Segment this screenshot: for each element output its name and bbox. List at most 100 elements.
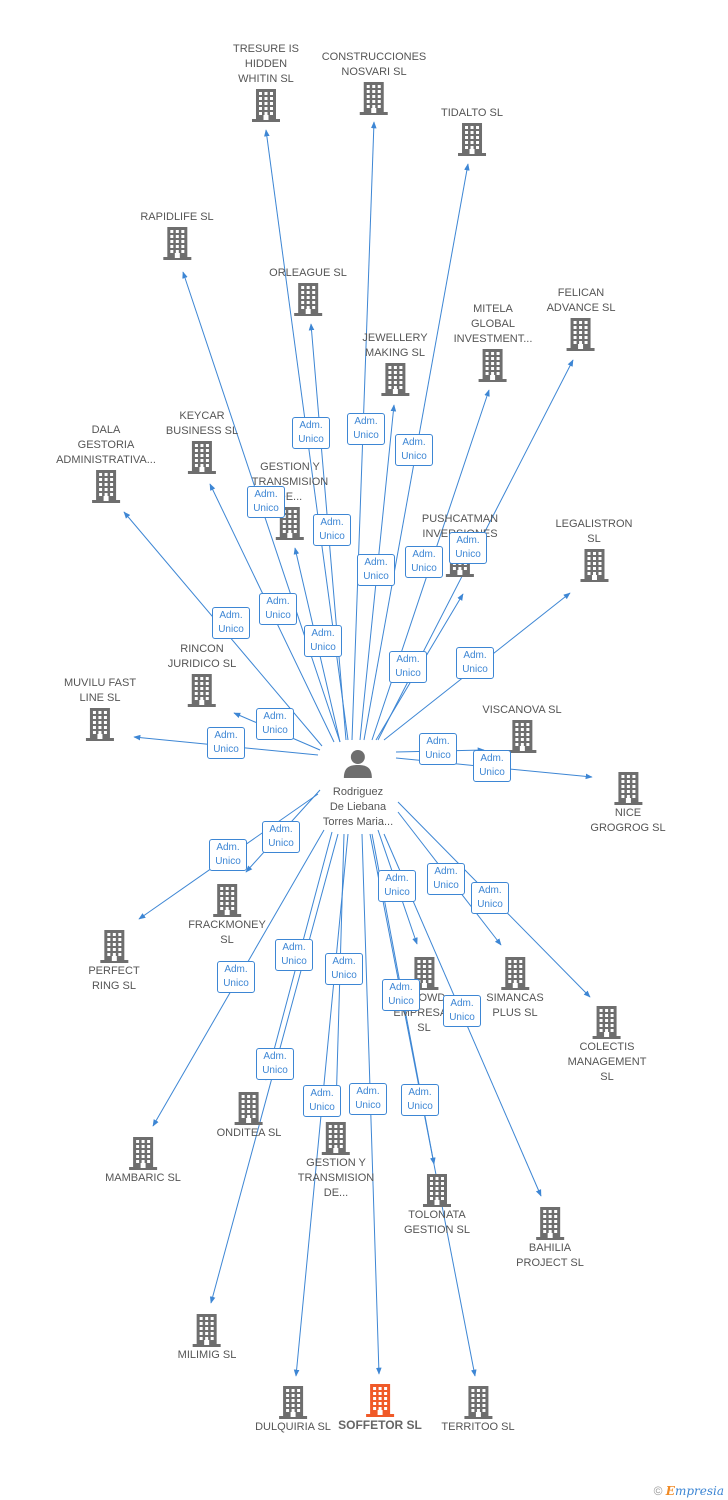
company-simancas[interactable]: SIMANCAS PLUS SL <box>486 955 544 1021</box>
company-nice[interactable]: NICE GROGROG SL <box>590 770 666 836</box>
company-tidalto[interactable]: TIDALTO SL <box>441 106 503 157</box>
building-icon <box>279 1386 307 1419</box>
role-badge-legalistron[interactable]: Adm.Unico <box>456 647 494 679</box>
role-line-2: Unico <box>455 549 481 560</box>
role-badge-milimig[interactable]: Adm.Unico <box>256 1048 294 1080</box>
company-colectis[interactable]: COLECTIS MANAGEMENT SL <box>567 1004 647 1085</box>
role-line-2: Unico <box>477 899 503 910</box>
footer-brand: © Empresia <box>654 1484 724 1498</box>
company-legalistron[interactable]: LEGALISTRON SL <box>555 517 633 583</box>
company-felican[interactable]: FELICAN ADVANCE SL <box>547 286 615 352</box>
role-badge-viscanova[interactable]: Adm.Unico <box>419 733 457 765</box>
company-frackmoney[interactable]: FRACKMONEY SL <box>188 882 266 948</box>
role-line-2: Unico <box>268 838 294 849</box>
role-badge-tresure[interactable]: Adm.Unico <box>292 417 330 449</box>
company-rincon[interactable]: RINCON JURIDICO SL <box>168 642 236 708</box>
role-badge-gestion1[interactable]: Adm.Unico <box>304 625 342 657</box>
brand-logo: Empresia <box>665 1484 724 1498</box>
company-label: COLECTIS MANAGEMENT SL <box>567 1041 647 1083</box>
building-icon <box>234 1092 263 1125</box>
company-jewellery[interactable]: JEWELLERY MAKING SL <box>362 331 428 397</box>
company-viscanova[interactable]: VISCANOVA SL <box>482 703 562 754</box>
role-badge-mitela[interactable]: Adm.Unico <box>405 546 443 578</box>
role-badge-pushcatman[interactable]: Adm.Unico <box>389 651 427 683</box>
role-badge-rincon[interactable]: Adm.Unico <box>256 708 294 740</box>
role-line-1: Adm. <box>311 628 335 639</box>
company-label: JEWELLERY MAKING SL <box>362 332 428 359</box>
company-label: VISCANOVA SL <box>482 704 562 716</box>
role-line-2: Unico <box>309 1102 335 1113</box>
role-badge-colectis[interactable]: Adm.Unico <box>471 882 509 914</box>
role-badge-mambaric[interactable]: Adm.Unico <box>217 961 255 993</box>
company-mitela[interactable]: MITELA GLOBAL INVESTMENT... <box>454 302 532 383</box>
building-icon <box>381 363 409 396</box>
role-line-1: Adm. <box>320 517 344 528</box>
company-gestion1[interactable]: GESTION Y TRANSMISION DE... <box>252 460 328 541</box>
company-milimig[interactable]: MILIMIG SL <box>178 1312 236 1363</box>
building-icon <box>479 349 507 382</box>
role-line-2: Unico <box>363 571 389 582</box>
role-badge-frackmoney[interactable]: Adm.Unico <box>262 821 300 853</box>
role-badge-simancas[interactable]: Adm.Unico <box>427 863 465 895</box>
company-label: SIMANCAS PLUS SL <box>486 992 544 1019</box>
company-keycar[interactable]: KEYCAR BUSINESS SL <box>166 409 238 475</box>
role-badge-construcciones[interactable]: Adm.Unico <box>347 413 385 445</box>
center-person[interactable]: Rodriguez De Liebana Torres Maria... <box>323 748 393 830</box>
role-line-1: Adm. <box>480 753 504 764</box>
building-icon <box>188 674 216 707</box>
company-rapidlife[interactable]: RAPIDLIFE SL <box>140 210 214 261</box>
company-onditea[interactable]: ONDITEA SL <box>217 1090 281 1141</box>
role-line-2: Unico <box>401 451 427 462</box>
role-badge-territoo[interactable]: Adm.Unico <box>401 1084 439 1116</box>
role-line-2: Unico <box>462 664 488 675</box>
company-gestion2[interactable]: GESTION Y TRANSMISION DE... <box>298 1120 374 1201</box>
role-badge-muvilu[interactable]: Adm.Unico <box>207 727 245 759</box>
building-icon <box>457 123 486 156</box>
company-soffetor[interactable]: SOFFETOR SL <box>338 1382 422 1433</box>
role-badge-tolonata[interactable]: Adm.Unico <box>382 979 420 1011</box>
role-badge-jewellery[interactable]: Adm.Unico <box>357 554 395 586</box>
building-icon <box>593 1006 621 1039</box>
role-line-2: Unico <box>425 750 451 761</box>
role-badge-bahilia[interactable]: Adm.Unico <box>443 995 481 1027</box>
company-perfect[interactable]: PERFECT RING SL <box>88 928 140 994</box>
building-icon <box>365 1384 394 1417</box>
role-line-2: Unico <box>265 610 291 621</box>
company-tresure[interactable]: TRESURE IS HIDDEN WHITIN SL <box>233 42 299 123</box>
building-icon <box>276 507 304 540</box>
company-dulquiria[interactable]: DULQUIRIA SL <box>255 1384 331 1435</box>
building-icon <box>322 1122 350 1155</box>
role-line-2: Unico <box>355 1100 381 1111</box>
building-icon <box>91 470 120 503</box>
role-badge-keycar[interactable]: Adm.Unico <box>259 593 297 625</box>
role-badge-tidalto[interactable]: Adm.Unico <box>395 434 433 466</box>
role-badge-dulquiria[interactable]: Adm.Unico <box>303 1085 341 1117</box>
role-line-1: Adm. <box>354 416 378 427</box>
company-tolonata[interactable]: TOLONATA GESTION SL <box>404 1172 470 1238</box>
building-icon <box>501 957 529 990</box>
role-line-2: Unico <box>298 434 324 445</box>
role-badge-dala[interactable]: Adm.Unico <box>212 607 250 639</box>
role-line-2: Unico <box>253 503 279 514</box>
company-label: GESTION Y TRANSMISION DE... <box>297 1157 375 1199</box>
company-label: KEYCAR BUSINESS SL <box>165 410 239 437</box>
role-badge-orleague[interactable]: Adm.Unico <box>313 514 351 546</box>
role-badge-rapidlife[interactable]: Adm.Unico <box>247 486 285 518</box>
company-construcciones[interactable]: CONSTRUCCIONES NOSVARI SL <box>322 50 426 116</box>
role-badge-nice[interactable]: Adm.Unico <box>473 750 511 782</box>
role-line-1: Adm. <box>412 549 436 560</box>
building-icon <box>128 1137 157 1170</box>
role-badge-felican[interactable]: Adm.Unico <box>449 532 487 564</box>
company-mambaric[interactable]: MAMBARIC SL <box>105 1135 181 1186</box>
role-badge-perfect[interactable]: Adm.Unico <box>209 839 247 871</box>
role-badge-gestion2[interactable]: Adm.Unico <box>325 953 363 985</box>
company-muvilu[interactable]: MUVILU FAST LINE SL <box>64 676 136 742</box>
company-territoo[interactable]: TERRITOO SL <box>441 1384 515 1435</box>
role-badge-crowd[interactable]: Adm.Unico <box>378 870 416 902</box>
company-bahilia[interactable]: BAHILIA PROJECT SL <box>516 1205 584 1271</box>
company-orleague[interactable]: ORLEAGUE SL <box>269 266 347 317</box>
role-badge-soffetor[interactable]: Adm.Unico <box>349 1083 387 1115</box>
role-badge-onditea[interactable]: Adm.Unico <box>275 939 313 971</box>
company-dala[interactable]: DALA GESTORIA ADMINISTRATIVA... <box>56 423 156 504</box>
